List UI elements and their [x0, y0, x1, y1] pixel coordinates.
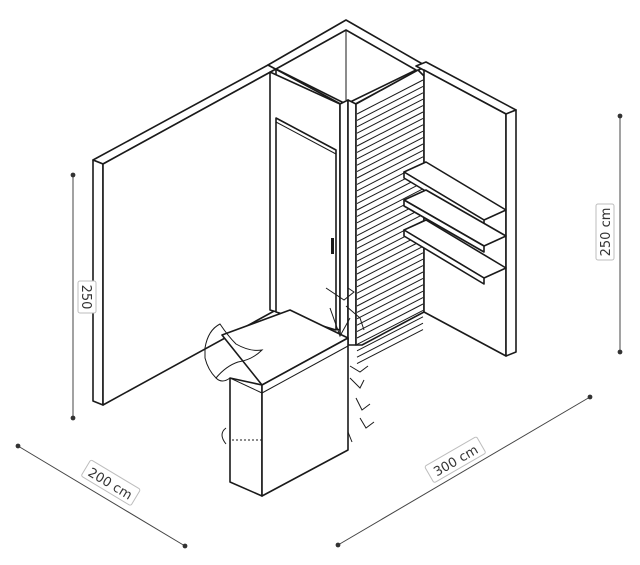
slat-line [356, 213, 424, 249]
door-swing-sketch [325, 287, 375, 443]
slat-line [356, 79, 424, 115]
right-height-label: 250 cm [599, 208, 614, 257]
left-height-dimension: 250 [70, 172, 97, 421]
slat-line [356, 252, 424, 288]
length-dimension: 300 cm [335, 394, 593, 548]
slat-line [356, 149, 424, 185]
slat-line [356, 124, 424, 160]
shelf-bottom [403, 219, 507, 285]
slat-line [356, 207, 424, 243]
slat-line [356, 85, 424, 121]
width-dimension: 200 cm [15, 443, 188, 549]
slat-line [356, 329, 424, 365]
slat-line [356, 322, 424, 358]
slat-line [356, 98, 424, 134]
slat-line [356, 258, 424, 294]
chair-sketch [204, 323, 264, 382]
slat-line [356, 181, 424, 217]
slatted-back-panel [355, 69, 425, 365]
slat-line [356, 316, 424, 352]
left-height-label: 250 [78, 285, 93, 310]
slat-line [356, 156, 424, 192]
slat-line [356, 277, 424, 313]
slat-line [356, 188, 424, 224]
slat-line [356, 271, 424, 307]
slat-line [356, 297, 424, 333]
slat-line [356, 130, 424, 166]
slat-line [356, 117, 424, 153]
slat-line [356, 92, 424, 128]
slat-line [356, 284, 424, 320]
slat-line [356, 265, 424, 301]
left-wall-panel [92, 64, 277, 406]
slat-line [356, 137, 424, 173]
right-height-dimension: 250 cm [595, 113, 623, 355]
shelf-middle [403, 189, 507, 253]
slat-line [356, 290, 424, 326]
slat-line [356, 303, 424, 339]
slat-line [356, 111, 424, 147]
slat-line [356, 239, 424, 275]
door-handle [331, 238, 334, 254]
vanity-cabinet [221, 309, 349, 497]
slat-line [356, 309, 424, 345]
slat-line [356, 105, 424, 141]
slat-line [356, 143, 424, 179]
left-storage-column [269, 71, 341, 331]
slat-line [356, 245, 424, 281]
